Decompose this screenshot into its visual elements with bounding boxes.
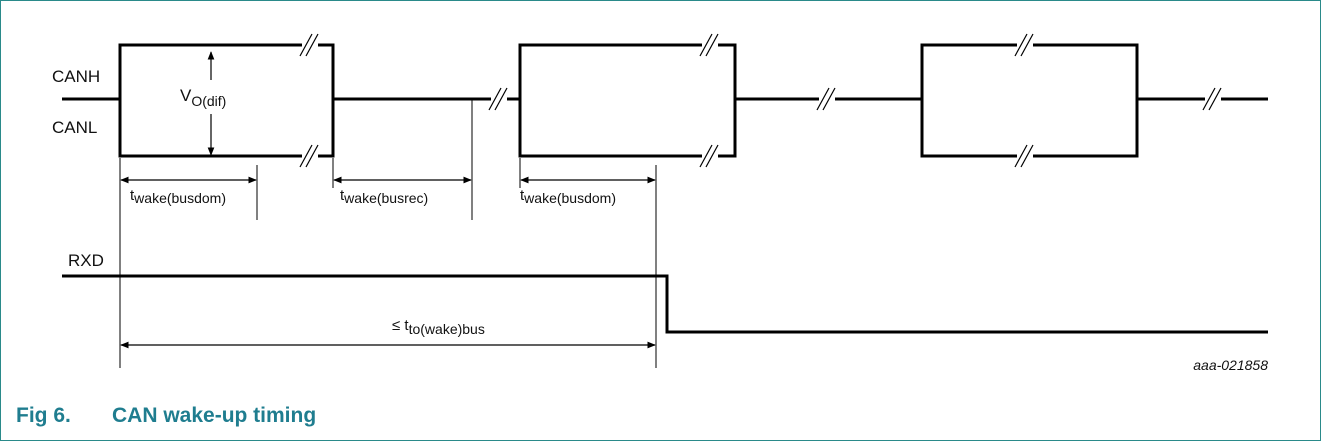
canl-label: CANL — [52, 118, 97, 137]
figure-number: Fig 6. — [16, 404, 71, 427]
vodif-label: VO(dif) — [180, 86, 226, 109]
dominant-pulse-3 — [920, 43, 1139, 158]
rxd-waveform — [62, 274, 1268, 334]
can-bus-waveform — [62, 43, 1268, 158]
dominant-pulse-1 — [118, 43, 335, 158]
twake-busdom-label-1: twake(busdom) — [130, 187, 226, 206]
rxd-label: RXD — [68, 251, 104, 270]
reference-lines — [119, 99, 657, 368]
dominant-pulse-2 — [518, 43, 737, 158]
break-marks — [299, 33, 1222, 168]
figure-reference-code: aaa-021858 — [1193, 357, 1268, 373]
twake-busdom-label-2: twake(busdom) — [520, 187, 616, 206]
canh-label: CANH — [52, 67, 100, 86]
twake-busrec-label: twake(busrec) — [340, 187, 428, 206]
figure-title: CAN wake-up timing — [112, 404, 316, 427]
tto-wakebus-label: ≤ tto(wake)bus — [392, 317, 485, 337]
